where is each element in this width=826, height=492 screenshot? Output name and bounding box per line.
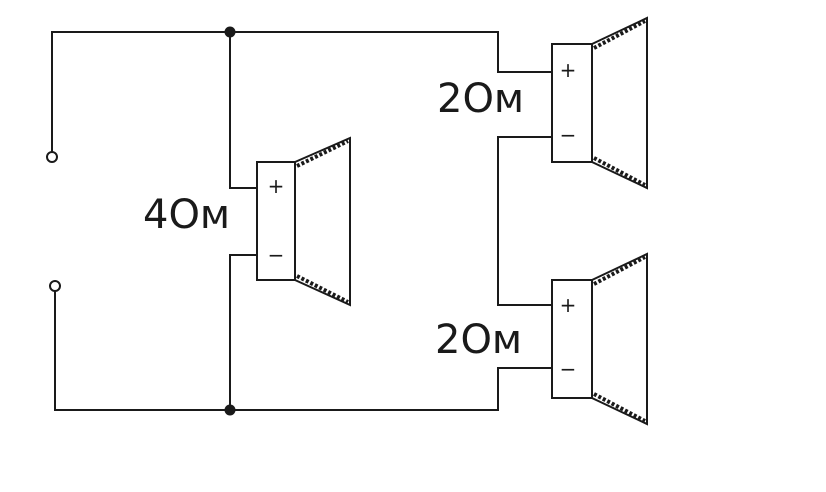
wire-input-top xyxy=(51,31,231,156)
wire-left-speaker-minus xyxy=(229,254,258,411)
speaker-bottom-right-impedance-label: 2Ом xyxy=(435,317,522,363)
wire-top-bus xyxy=(229,31,553,73)
input-terminals xyxy=(46,151,61,292)
speaker-left-impedance-label: 4Ом xyxy=(143,192,230,238)
wire-series-link xyxy=(497,136,553,306)
speaker-left-cone-edge-top xyxy=(296,139,349,168)
speaker-top-right-impedance-label: 2Ом xyxy=(437,76,524,122)
speaker-bottom-right-plus: + xyxy=(560,293,577,317)
speaker-left-cone-edge-bottom xyxy=(296,274,349,304)
speaker-left-minus: − xyxy=(268,243,285,267)
speaker-top-right-minus: − xyxy=(560,123,577,147)
speaker-bottom-right: + − 2Ом xyxy=(435,252,648,426)
junctions xyxy=(224,26,236,416)
wire-left-speaker-plus xyxy=(229,31,258,189)
wire-bottom-bus xyxy=(229,367,553,411)
wire-input-bottom xyxy=(54,284,231,411)
speaker-left: + − 4Ом xyxy=(143,136,351,307)
speaker-bottom-right-minus: − xyxy=(560,357,577,381)
speaker-top-right-body-icon xyxy=(551,43,593,163)
junction-dot-bottom xyxy=(224,404,236,416)
speaker-top-right: + − 2Ом xyxy=(437,16,648,190)
wires xyxy=(51,31,553,411)
speaker-left-plus: + xyxy=(268,174,285,198)
junction-dot-top xyxy=(224,26,236,38)
input-terminal-top xyxy=(46,151,58,163)
speaker-bottom-right-body-icon xyxy=(551,279,593,399)
speaker-top-right-plus: + xyxy=(560,58,577,82)
speaker-left-body-icon xyxy=(256,161,296,281)
input-terminal-bottom xyxy=(49,280,61,292)
